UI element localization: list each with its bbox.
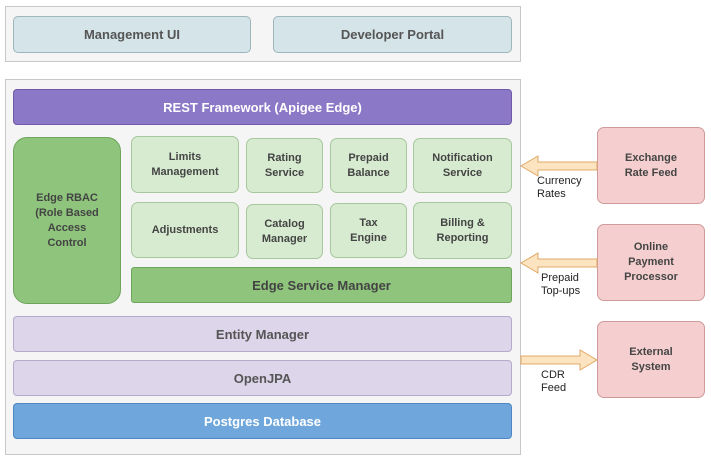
- prepaid-topups-label: Prepaid Top-ups: [541, 272, 581, 297]
- catalog-manager-box: Catalog Manager: [246, 204, 323, 259]
- rest-framework-box: REST Framework (Apigee Edge): [13, 89, 512, 125]
- edge-service-manager-box: Edge Service Manager: [131, 267, 512, 303]
- billing-reporting-box: Billing & Reporting: [413, 202, 512, 259]
- adjustments-box: Adjustments: [131, 202, 239, 258]
- prepaid-topups-arrow: [520, 252, 598, 274]
- currency-rates-arrow: [520, 155, 598, 177]
- prepaid-balance-box: Prepaid Balance: [330, 138, 407, 193]
- cdr-feed-arrow: [520, 349, 598, 371]
- cdr-feed-label: CDR Feed: [541, 369, 567, 394]
- online-payment-processor-box: Online Payment Processor: [597, 224, 705, 301]
- edge-rbac-box: Edge RBAC (Role Based Access Control: [13, 137, 121, 304]
- openjpa-box: OpenJPA: [13, 360, 512, 396]
- rating-service-box: Rating Service: [246, 138, 323, 193]
- exchange-rate-feed-box: Exchange Rate Feed: [597, 127, 705, 204]
- external-system-box: External System: [597, 321, 705, 398]
- currency-rates-label: Currency Rates: [537, 175, 582, 200]
- limits-management-box: Limits Management: [131, 136, 239, 193]
- tax-engine-box: Tax Engine: [330, 203, 407, 258]
- management-ui-box: Management UI: [13, 16, 251, 53]
- entity-manager-box: Entity Manager: [13, 316, 512, 352]
- developer-portal-box: Developer Portal: [273, 16, 512, 53]
- notification-service-box: Notification Service: [413, 138, 512, 193]
- postgres-database-box: Postgres Database: [13, 403, 512, 439]
